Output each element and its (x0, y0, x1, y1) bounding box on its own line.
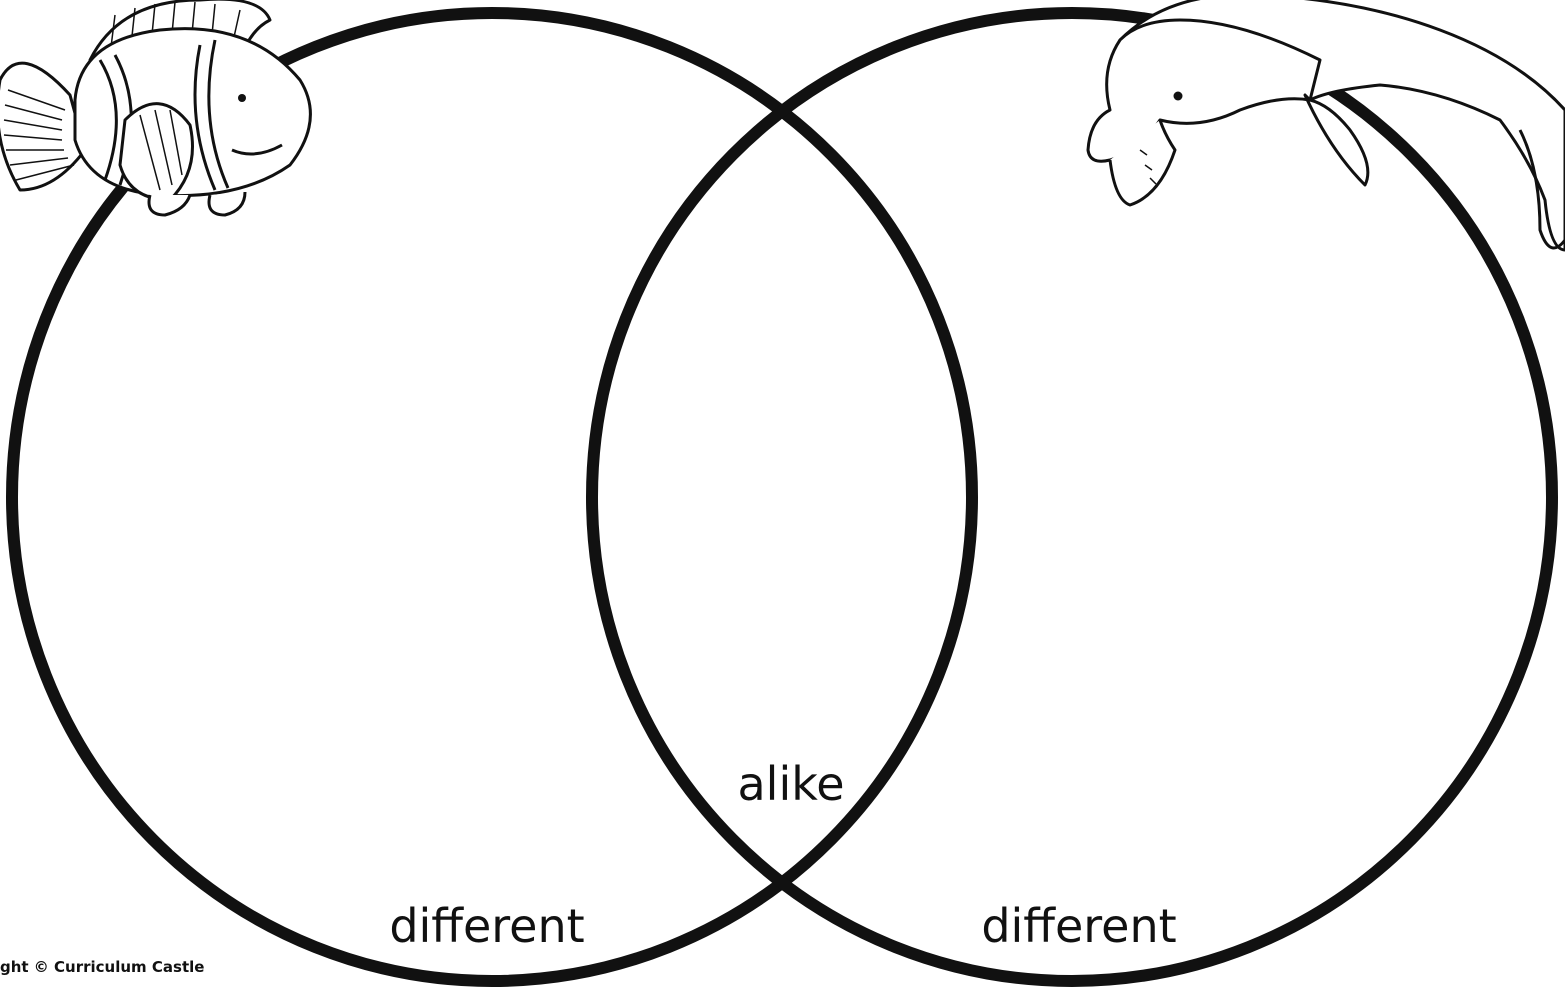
clownfish-icon (0, 0, 310, 215)
right-circle (592, 13, 1552, 981)
copyright-text: ght © Curriculum Castle (0, 958, 204, 976)
right-different-label: different (981, 899, 1176, 953)
dolphin-icon (1088, 0, 1565, 250)
alike-label: alike (737, 757, 844, 811)
left-different-label: different (389, 899, 584, 953)
